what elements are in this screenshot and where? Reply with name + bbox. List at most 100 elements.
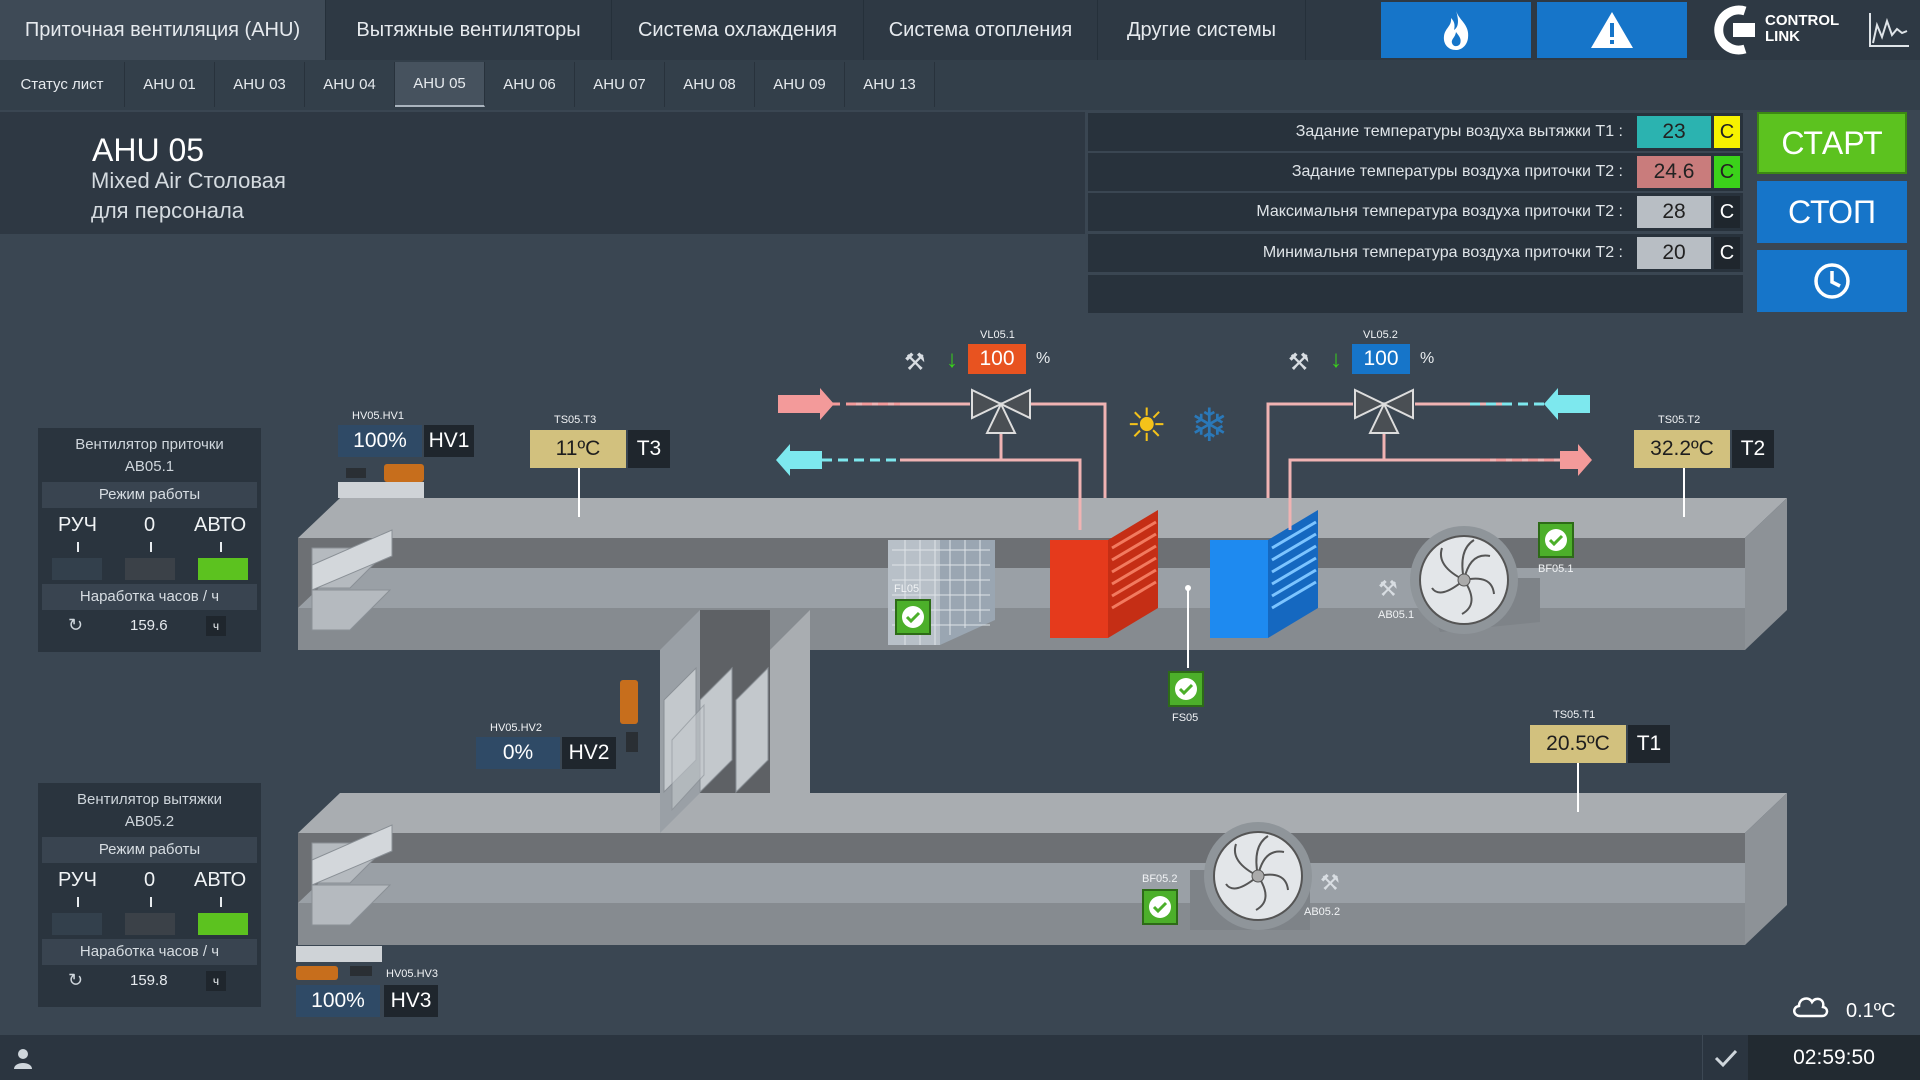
vl2-wrench-icon[interactable]: ⚒ (1288, 349, 1310, 376)
filter-ok-icon (895, 599, 931, 635)
unit-title-panel: AHU 05 Mixed Air Столовая для персонала (0, 112, 1085, 234)
hours-unit: ч (206, 971, 226, 991)
hv3-value[interactable]: 100% (296, 985, 380, 1017)
unit-description-2: для персонала (91, 198, 245, 223)
mode-manual-label: РУЧ (58, 869, 97, 891)
reset-icon[interactable]: ↻ (68, 970, 84, 990)
setpoint-unit: C (1714, 116, 1740, 148)
top-navigation: Приточная вентиляция (AHU) Вытяжные вент… (0, 0, 1920, 60)
valve-vl051-symbol (971, 388, 1031, 434)
mode-off-button[interactable] (125, 913, 175, 935)
supply-duct-top (298, 498, 1787, 538)
tab-ahu13[interactable]: AHU 13 (845, 62, 935, 107)
hours-unit: ч (206, 616, 226, 636)
trend-button[interactable] (1858, 0, 1920, 60)
setpoint-value[interactable]: 28 (1637, 196, 1711, 228)
exhaust-fan-panel: Вентилятор вытяжки AB05.2 Режим работы Р… (38, 783, 261, 1007)
tab-ahu08[interactable]: AHU 08 (665, 62, 755, 107)
setpoint-value[interactable]: 20 (1637, 237, 1711, 269)
t3-value: 11ºC (530, 430, 626, 468)
mixing-damper-blades (663, 666, 769, 812)
hv3-tag: HV05.HV3 (386, 968, 438, 980)
hv1-value[interactable]: 100% (338, 425, 422, 457)
clock-icon (1814, 263, 1850, 299)
t1-tag: TS05.T1 (1553, 709, 1596, 721)
exhaust-fan-hours: 159.8 (130, 972, 168, 989)
mode-off-label: 0 (144, 514, 156, 536)
mode-manual-button[interactable] (52, 558, 102, 580)
setpoint-value[interactable]: 24.6 (1637, 156, 1711, 188)
tab-ahu07[interactable]: AHU 07 (575, 62, 665, 107)
supply-fan-title: Вентилятор приточки (75, 436, 224, 453)
mode-manual-button[interactable] (52, 913, 102, 935)
fire-alarm-button[interactable] (1381, 2, 1531, 58)
supply-fan-graphic (1410, 526, 1540, 634)
setpoint-value[interactable]: 23 (1637, 116, 1711, 148)
exhaust-fan-wrench-icon[interactable]: ⚒ (1320, 870, 1340, 895)
tab-exhaust-fans[interactable]: Вытяжные вентиляторы (326, 0, 612, 60)
tab-ahu04[interactable]: AHU 04 (305, 62, 395, 107)
sun-icon: ☀ (1126, 399, 1168, 451)
tab-ahu01[interactable]: AHU 01 (125, 62, 215, 107)
t1-value: 20.5ºC (1530, 725, 1626, 763)
hours-label: Наработка часов / ч (42, 584, 257, 610)
tab-other-systems[interactable]: Другие системы (1098, 0, 1306, 60)
supply-fan-hours: 159.6 (130, 617, 168, 634)
mode-auto-button[interactable] (198, 558, 248, 580)
start-button[interactable]: СТАРТ (1757, 112, 1907, 174)
tab-status-list[interactable]: Статус лист (0, 62, 125, 107)
vl1-unit: % (1036, 350, 1051, 367)
mode-auto-label: АВТО (194, 514, 247, 536)
chart-icon (1869, 13, 1909, 47)
vl1-value[interactable]: 100 (968, 344, 1026, 374)
outdoor-temperature: 0.1ºC (1846, 1000, 1896, 1022)
mode-label: Режим работы (42, 482, 257, 508)
mode-manual-label: РУЧ (58, 514, 97, 536)
reset-icon[interactable]: ↻ (68, 615, 84, 635)
hv2-name: HV2 (562, 737, 616, 769)
exhaust-fan-graphic (1190, 822, 1312, 930)
setpoint-row-t2: Задание температуры воздуха приточки T2 … (1088, 153, 1743, 191)
tab-ahu06[interactable]: AHU 06 (485, 62, 575, 107)
logo-text-2: LINK (1765, 28, 1800, 45)
vl1-wrench-icon[interactable]: ⚒ (904, 349, 926, 376)
tab-ahu03[interactable]: AHU 03 (215, 62, 305, 107)
unit-navigation (0, 60, 1920, 110)
exhaust-fan-id: AB05.2 (124, 813, 175, 830)
hv3-actuator (296, 946, 382, 980)
stop-button[interactable]: СТОП (1757, 181, 1907, 243)
hv2-value[interactable]: 0% (476, 737, 560, 769)
supply-intake-louver (311, 529, 393, 631)
t2-value: 32.2ºC (1634, 430, 1730, 468)
heating-coil (1050, 510, 1158, 638)
supply-fan-status-tag: BF05.1 (1538, 563, 1574, 575)
hv2-actuator (620, 680, 638, 752)
user-button[interactable] (0, 1035, 46, 1080)
tab-ahu05[interactable]: AHU 05 (395, 62, 485, 107)
setpoint-label: Задание температуры воздуха приточки T2 … (1291, 163, 1623, 180)
tab-ahu09[interactable]: AHU 09 (755, 62, 845, 107)
tab-cooling[interactable]: Система охлаждения (612, 0, 864, 60)
clock-display: 02:59:50 (1748, 1035, 1920, 1080)
supply-fan-wrench-icon[interactable]: ⚒ (1378, 576, 1398, 601)
vl2-value[interactable]: 100 (1352, 344, 1410, 374)
acknowledge-button[interactable] (1702, 1035, 1748, 1080)
setpoint-unit: C (1714, 156, 1740, 188)
tab-heating[interactable]: Система отопления (864, 0, 1098, 60)
setpoint-row-min: Минимальня температура воздуха приточки … (1088, 234, 1743, 272)
t3-tag: TS05.T3 (554, 414, 597, 426)
status-bar: 02:59:50 (0, 1035, 1920, 1080)
setpoint-row-max: Максимальня температура воздуха приточки… (1088, 193, 1743, 231)
warning-button[interactable] (1537, 2, 1687, 58)
t2-tag: TS05.T2 (1658, 414, 1701, 426)
hv3-name: HV3 (384, 985, 438, 1017)
tab-supply-ventilation[interactable]: Приточная вентиляция (AHU) (0, 0, 326, 60)
cooling-coil (1210, 510, 1318, 638)
mode-off-label: 0 (144, 869, 156, 891)
mode-off-button[interactable] (125, 558, 175, 580)
checkmark-icon (1714, 1049, 1737, 1067)
schedule-button[interactable] (1757, 250, 1907, 312)
valve-vl052-symbol (1354, 388, 1414, 434)
mode-auto-button[interactable] (198, 913, 248, 935)
filter-tag: FL05 (894, 583, 920, 595)
